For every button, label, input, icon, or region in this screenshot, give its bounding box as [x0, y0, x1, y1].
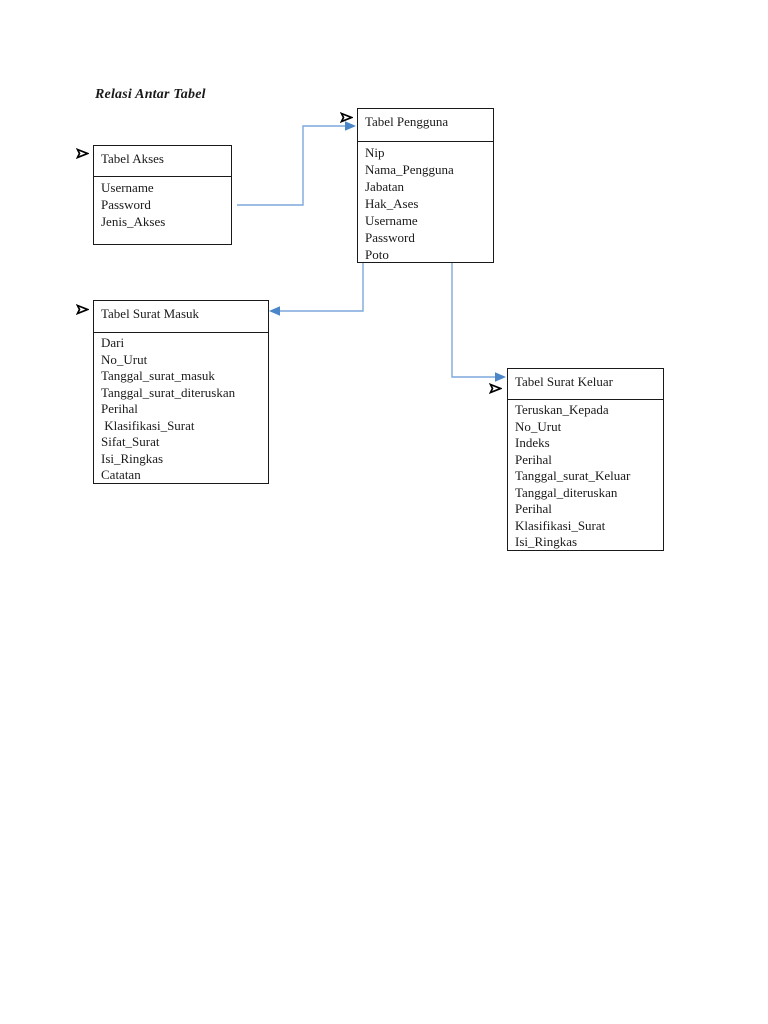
arrow-left-icon: [269, 306, 280, 316]
relationship-marker-icon: [340, 112, 353, 123]
table-field: Tanggal_diteruskan: [515, 484, 618, 500]
connector-pengguna-to-surat-keluar: [451, 263, 506, 382]
relationship-marker-icon: [76, 148, 89, 159]
table-field: Sifat_Surat: [101, 434, 160, 449]
table-field: Tanggal_surat_diteruskan: [101, 384, 236, 400]
table-field: Password: [101, 197, 151, 212]
page-title: Relasi Antar Tabel: [95, 87, 206, 102]
table-field: Username: [101, 180, 154, 195]
table-field: Catatan: [101, 467, 141, 482]
connector-pengguna-to-surat-masuk: [269, 263, 364, 316]
table-field: Jabatan: [365, 179, 404, 194]
table-field: Teruskan_Kepada: [515, 402, 609, 417]
table-field: Hak_Ases: [365, 196, 419, 211]
table-field: No_Urut: [515, 418, 562, 434]
table-field: Klasifikasi_Surat: [515, 517, 606, 533]
table-title: Tabel Surat Masuk: [94, 301, 268, 333]
table-field: Indeks: [515, 435, 550, 450]
table-field: Isi_Ringkas: [515, 534, 578, 549]
table-field: Tanggal_surat_masuk: [101, 368, 215, 383]
table-field: Nip: [365, 145, 385, 160]
table-field: No_Urut: [101, 351, 148, 367]
table-field: Poto: [365, 247, 389, 262]
table-field: Isi_Ringkas: [101, 450, 164, 466]
relationship-marker-icon: [76, 304, 89, 315]
table-field: Password: [365, 230, 415, 245]
table-field: Username: [365, 213, 418, 228]
table-title: Tabel Akses: [94, 146, 231, 177]
table-field: Dari: [101, 335, 125, 350]
table-field: Perihal: [515, 501, 552, 516]
table-field: Jenis_Akses: [101, 214, 166, 229]
table-title: Tabel Surat Keluar: [508, 369, 663, 400]
table-field: Perihal: [101, 401, 138, 416]
table-field: Klasifikasi_Surat: [101, 417, 195, 433]
connector-akses-to-pengguna: [237, 121, 356, 206]
table-title: Tabel Pengguna: [358, 109, 493, 142]
table-field: Tanggal_surat_Keluar: [515, 468, 631, 483]
table-field: Nama_Pengguna: [365, 162, 454, 177]
table-field: Perihal: [515, 451, 552, 467]
relationship-marker-icon: [489, 383, 502, 394]
arrow-right-icon: [495, 372, 506, 382]
